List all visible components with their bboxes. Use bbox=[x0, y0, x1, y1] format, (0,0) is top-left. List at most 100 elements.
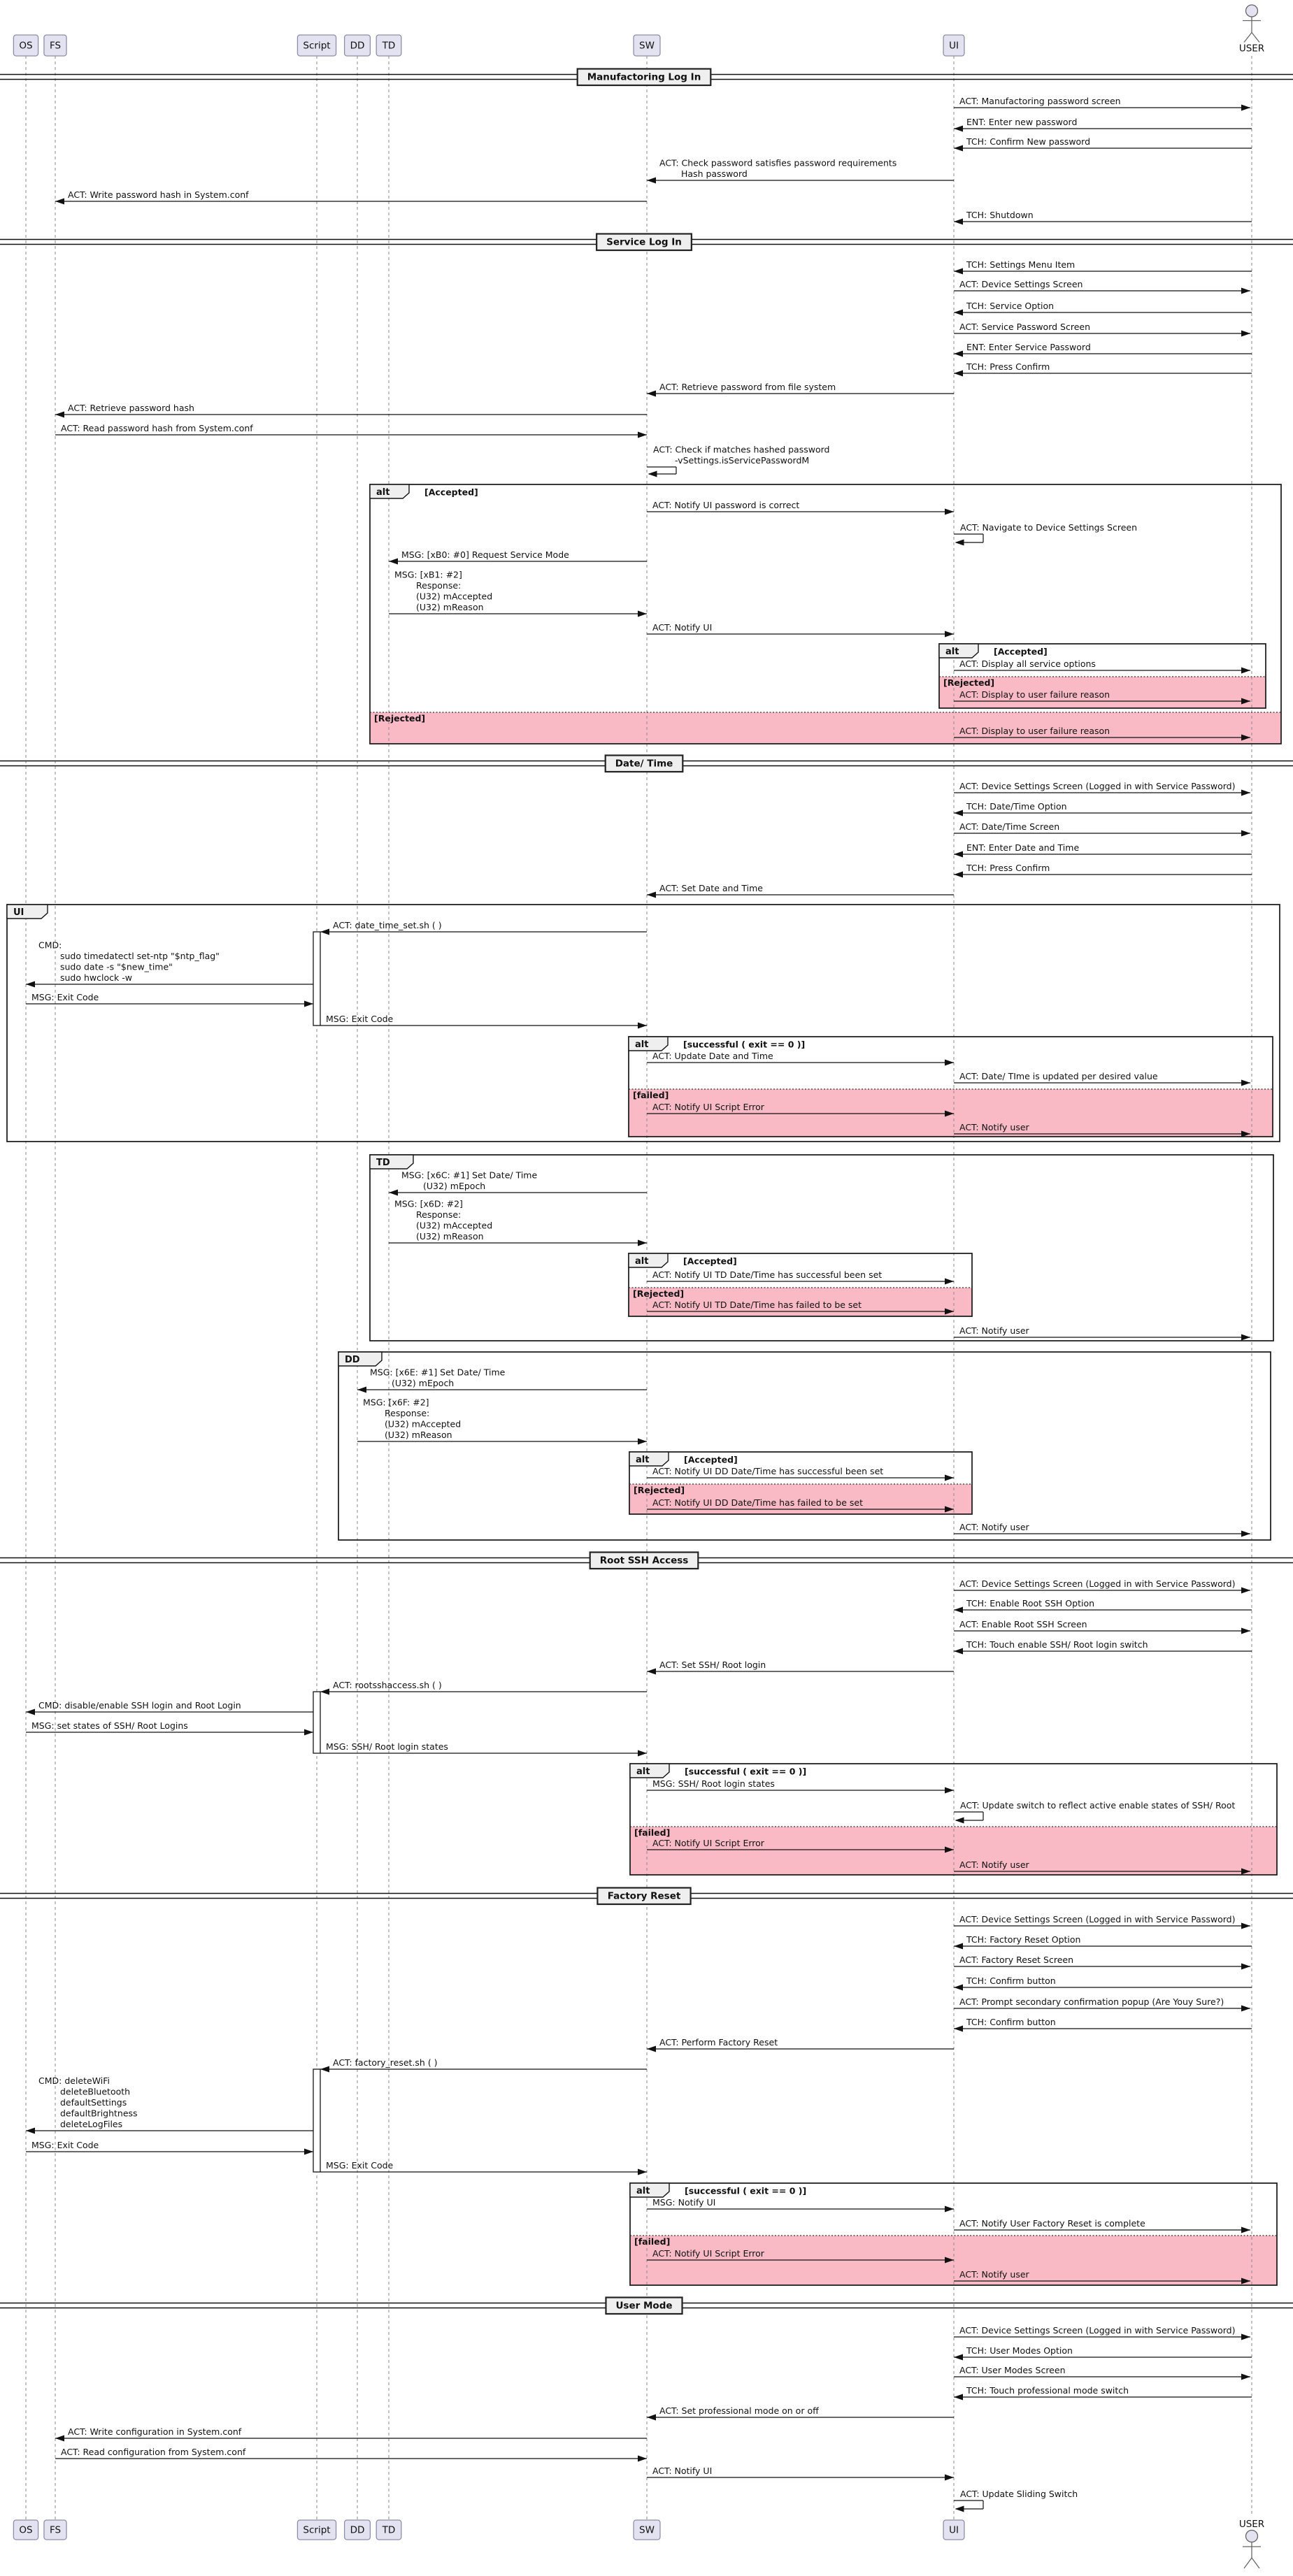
frame-tab-label: alt bbox=[376, 487, 390, 498]
message-label: ACT: factory_reset.sh ( ) bbox=[333, 2057, 438, 2068]
group-frame-dd bbox=[338, 1351, 1271, 1541]
message-label: TCH: Touch enable SSH/ Root login switch bbox=[966, 1639, 1148, 1650]
message-label: MSG: SSH/ Root login states bbox=[326, 1741, 448, 1752]
group-frame-ui bbox=[6, 904, 1280, 1142]
message-label: ACT: Enable Root SSH Screen bbox=[959, 1619, 1087, 1629]
frame-tab bbox=[369, 484, 410, 499]
message-label: CMD: disable/enable SSH login and Root L… bbox=[38, 1700, 241, 1711]
message-label: MSG: Notify UI bbox=[652, 2197, 715, 2208]
arrowhead bbox=[1241, 2278, 1250, 2284]
arrowhead bbox=[954, 810, 963, 816]
message-label: ACT: Notify user bbox=[959, 1122, 1030, 1132]
message-label: ACT: Device Settings Screen (Logged in w… bbox=[959, 781, 1235, 791]
actor-label: USER bbox=[1239, 2519, 1264, 2530]
message-label: MSG: [x6E: #1] Set Date/ Time bbox=[370, 1367, 506, 1378]
arrowhead bbox=[1241, 1627, 1250, 1634]
arrowhead bbox=[357, 1386, 366, 1393]
message-label: TCH: Press Confirm bbox=[966, 361, 1050, 372]
arrowhead bbox=[638, 2455, 647, 2462]
activation-bar bbox=[313, 931, 321, 1026]
arrowhead bbox=[954, 125, 963, 132]
message-label: ACT: Notify UI TD Date/Time has successf… bbox=[652, 1269, 882, 1280]
arrowhead bbox=[945, 1308, 954, 1315]
participant-label: TD bbox=[382, 41, 396, 52]
actor-leg bbox=[1251, 2557, 1260, 2569]
message-label: ACT: Factory Reset Screen bbox=[959, 1955, 1073, 1965]
arrowhead bbox=[954, 1606, 963, 1613]
arrowhead bbox=[955, 539, 964, 546]
message-label: ACT: Notify UI bbox=[652, 2466, 712, 2476]
arrowhead bbox=[945, 1846, 954, 1853]
arrowhead bbox=[954, 871, 963, 878]
message-label: Response: bbox=[385, 1408, 429, 1418]
message-label: (U32) mEpoch bbox=[423, 1181, 485, 1191]
frame-tab bbox=[938, 643, 979, 659]
arrowhead bbox=[304, 2148, 313, 2155]
message-label: ACT: Notify UI password is correct bbox=[652, 500, 799, 510]
alt-else-highlight bbox=[370, 712, 1281, 744]
pink-zones bbox=[370, 677, 1281, 2285]
frame-tab bbox=[629, 1763, 670, 1778]
participant-box-dd-top bbox=[343, 34, 371, 57]
message-label: ACT: Set SSH/ Root login bbox=[659, 1660, 766, 1670]
message-label: ACT: Device Settings Screen bbox=[959, 279, 1083, 289]
section-title: Date/ Time bbox=[615, 758, 673, 770]
arrowhead bbox=[647, 1668, 656, 1675]
message-label: -vSettings.isServicePasswordM bbox=[675, 455, 809, 466]
arrowhead bbox=[1241, 287, 1250, 294]
arrowhead bbox=[55, 2435, 64, 2442]
section-title: User Mode bbox=[615, 2301, 672, 2312]
message-label: ACT: Device Settings Screen (Logged in w… bbox=[959, 1578, 1235, 1589]
participant-label: UI bbox=[949, 2525, 959, 2536]
alt-frame bbox=[629, 1451, 973, 1515]
message-label: sudo hwclock -w bbox=[60, 972, 132, 983]
arrowhead bbox=[1241, 734, 1250, 741]
arrowhead bbox=[304, 1729, 313, 1736]
message-label: ACT: Navigate to Device Settings Screen bbox=[960, 522, 1137, 533]
arrowhead bbox=[26, 2127, 35, 2134]
arrowhead bbox=[638, 1750, 647, 1757]
message-label: MSG: [xB0: #0] Request Service Mode bbox=[401, 549, 569, 560]
alt-else-highlight bbox=[630, 1827, 1277, 1875]
participant-box-script-bottom bbox=[297, 2519, 337, 2540]
arrowhead bbox=[26, 981, 35, 988]
arrowhead bbox=[1241, 1922, 1250, 1929]
frame-tab-label: DD bbox=[345, 1355, 360, 1365]
frame-tab bbox=[629, 2182, 670, 2198]
arrowhead bbox=[638, 2168, 647, 2175]
message-label: ENT: Enter Service Password bbox=[966, 342, 1091, 352]
frame-tab bbox=[6, 904, 48, 919]
frame-tab-label: UI bbox=[13, 907, 24, 918]
message-label: ACT: Perform Factory Reset bbox=[659, 2037, 778, 2048]
arrowhead bbox=[1241, 1587, 1250, 1594]
message-label: ACT: Notify UI DD Date/Time has successf… bbox=[652, 1466, 883, 1476]
message-label: ACT: Date/ TIme is updated per desired v… bbox=[959, 1071, 1158, 1081]
actor-leg bbox=[1243, 2557, 1252, 2569]
participant-box-os-top bbox=[13, 34, 39, 57]
message-label: ACT: rootsshaccess.sh ( ) bbox=[333, 1680, 442, 1690]
alt-else-label: [Rejected] bbox=[943, 677, 994, 688]
arrowhead bbox=[954, 218, 963, 225]
message-label: ACT: date_time_set.sh ( ) bbox=[333, 920, 442, 930]
arrowhead bbox=[954, 2025, 963, 2032]
arrowhead bbox=[55, 198, 64, 205]
activation-bar bbox=[313, 1691, 321, 1754]
section-label-box bbox=[576, 68, 712, 87]
message-label: Response: bbox=[416, 580, 461, 591]
message-label: ACT: Update switch to reflect active ena… bbox=[960, 1800, 1235, 1811]
message-label: ACT: Set Date and Time bbox=[659, 883, 763, 893]
frame-tab-label: TD bbox=[376, 1158, 390, 1168]
arrowhead bbox=[638, 610, 647, 617]
message-label: ACT: Date/Time Screen bbox=[959, 821, 1059, 832]
arrowhead bbox=[638, 1438, 647, 1445]
message-label: ACT: Notify user bbox=[959, 1859, 1030, 1870]
participant-box-fs-bottom bbox=[43, 2519, 67, 2540]
frame-tab bbox=[338, 1351, 383, 1367]
arrowhead bbox=[954, 851, 963, 858]
section-title: Factory Reset bbox=[608, 1891, 681, 1902]
participant-label: SW bbox=[639, 2525, 655, 2536]
message-label: TCH: Confirm button bbox=[966, 2017, 1056, 2027]
message-label: Hash password bbox=[681, 168, 748, 179]
arrowhead bbox=[954, 1648, 963, 1655]
message-label: ACT: Write password hash in System.conf bbox=[68, 189, 249, 200]
